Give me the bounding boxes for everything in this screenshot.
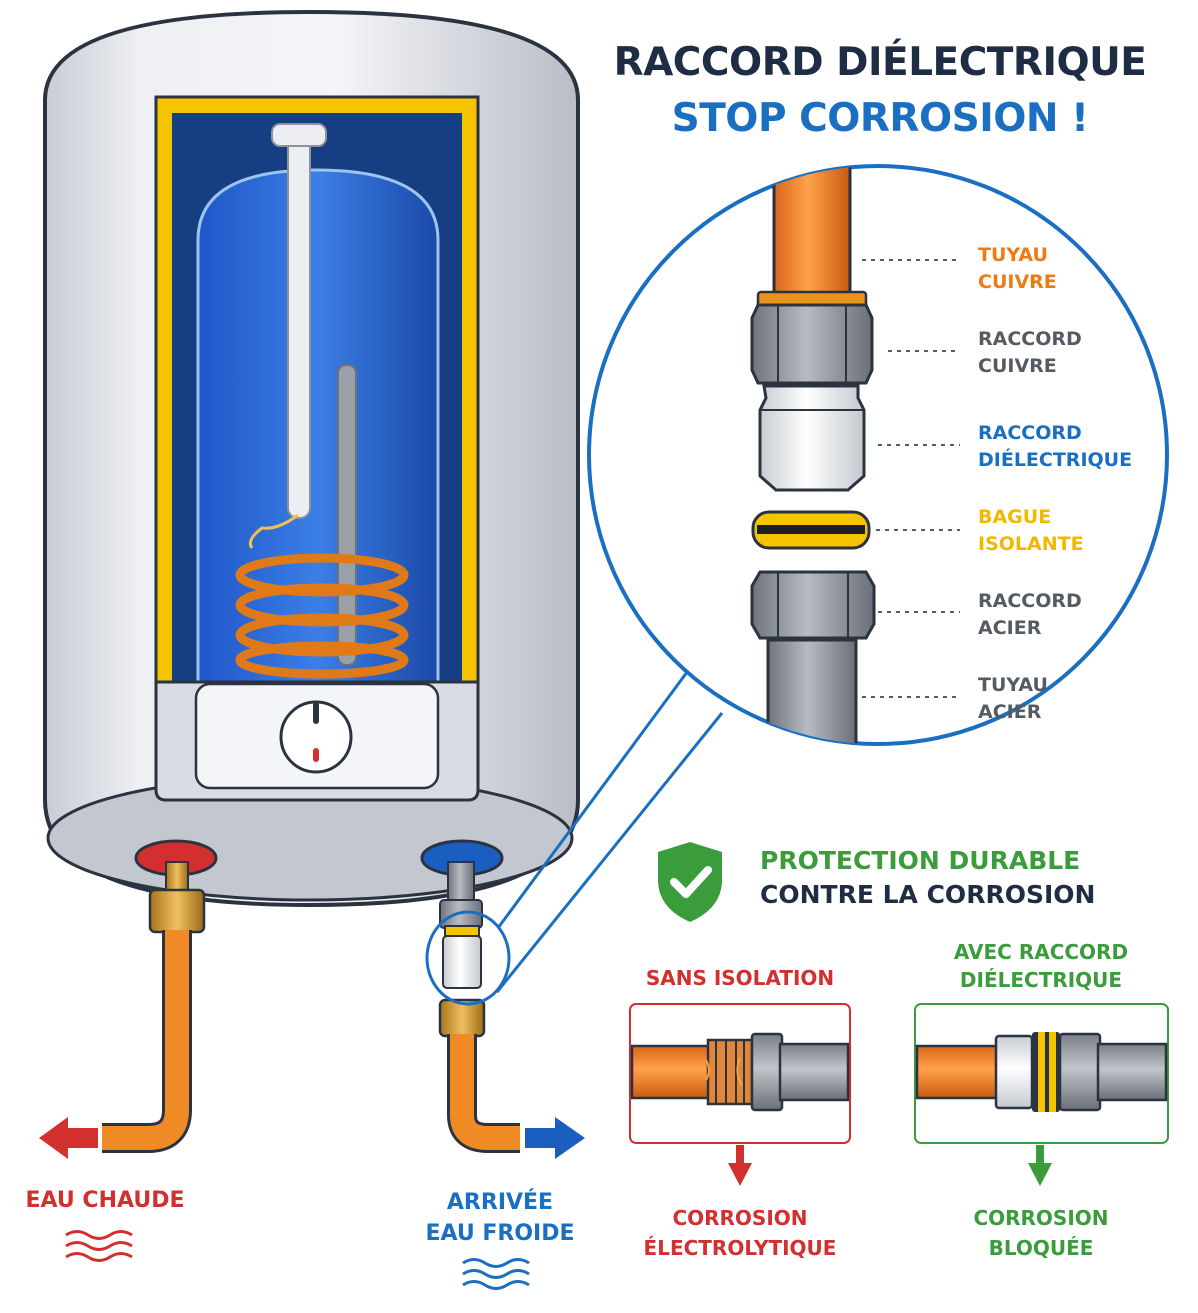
panel-without-isolation (629, 1003, 851, 1186)
steel-fitting (750, 570, 876, 640)
exploded-view-circle (587, 164, 1169, 746)
copper-pipe (772, 166, 852, 300)
protection-line-2: CONTRE LA CORROSION (760, 880, 1096, 909)
without-isolation-header: SANS ISOLATION (645, 966, 835, 990)
water-heater (43, 9, 580, 908)
title-line-1: RACCORD DIÉLECTRIQUE (613, 40, 1147, 85)
hot-water-label: EAU CHAUDE (25, 1188, 185, 1213)
panel-with-dielectric (914, 1003, 1169, 1186)
title-line-2: STOP CORROSION ! (671, 96, 1089, 141)
heating-coil-icon (235, 553, 409, 679)
steel-pipe (766, 638, 858, 744)
dielectric-fitting (758, 384, 866, 492)
heat-waves-icon (65, 1230, 133, 1262)
protection-line-1: PROTECTION DURABLE (760, 846, 1081, 875)
hot-water-pipe (39, 861, 206, 1262)
cold-waves-icon (462, 1258, 530, 1290)
cold-water-pipe (425, 663, 724, 1290)
shield-check-icon (658, 842, 722, 922)
copper-fitting (750, 303, 874, 385)
